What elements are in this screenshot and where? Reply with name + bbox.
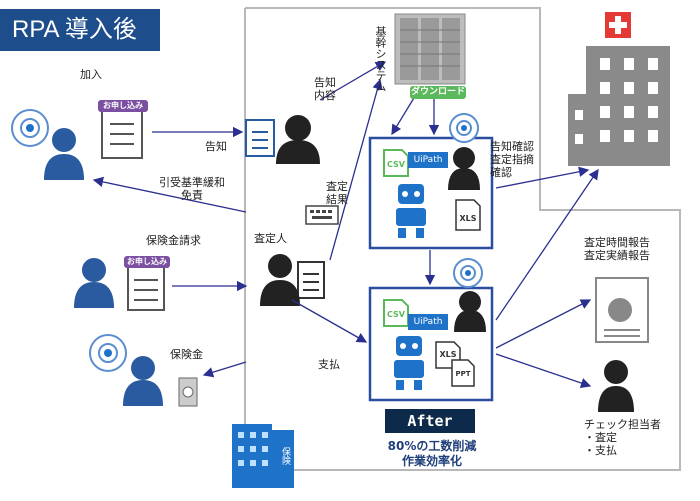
form-badge-1: お申し込み <box>103 101 143 110</box>
xls-label-2: XLS <box>439 350 457 359</box>
insurance-building-label: 保険 <box>280 447 290 465</box>
after-notes: 80%の工数削減作業効率化 <box>387 439 477 468</box>
csv-label-2: CSV <box>387 310 405 319</box>
bubble-icon-3 <box>449 113 479 143</box>
form-badge-2: お申し込み <box>127 257 167 266</box>
checker-person <box>598 360 634 412</box>
download-badge: ダウンロード <box>410 86 466 99</box>
money-icon <box>178 377 198 407</box>
assessor-label: 査定人 <box>254 232 287 245</box>
document-icon-2 <box>124 256 170 311</box>
core-system-label: 基幹システム <box>374 26 387 92</box>
server-icon <box>394 13 466 85</box>
join-label: 加入 <box>80 68 102 81</box>
customer-person-1 <box>44 128 84 180</box>
robot-icon-2 <box>394 336 424 390</box>
bubble-icon-4 <box>453 258 483 288</box>
csv-label-1: CSV <box>387 160 405 169</box>
staff-person-robot1 <box>448 147 480 190</box>
customer-person-3 <box>123 356 163 406</box>
relax-standard-label: 引受基準緩和免責 <box>159 176 225 202</box>
uipath-label-2: UiPath <box>413 317 443 327</box>
document-icon-1 <box>98 100 148 159</box>
staff-person-robot2 <box>454 291 486 332</box>
document-icon-3 <box>245 119 275 157</box>
customer-person-2 <box>74 258 114 308</box>
xls-label-1: XLS <box>459 214 477 223</box>
robot-icon-1 <box>396 184 426 238</box>
checker-label: チェック担当者・査定・支払 <box>584 418 661 457</box>
notice-content-label: 告知内容 <box>314 76 336 102</box>
uipath-label-1: UiPath <box>413 155 443 165</box>
report-document-icon <box>595 277 649 343</box>
insurance-building-icon <box>232 424 294 488</box>
ppt-label-2: PPT <box>455 370 471 378</box>
hospital-building-icon <box>568 12 670 166</box>
page-title: RPA 導入後 <box>0 9 160 51</box>
bubble-icon-1 <box>11 109 49 147</box>
assessment-result-label: 査定結果 <box>326 180 348 206</box>
report-label: 査定時間報告査定実績報告 <box>584 236 650 262</box>
keyboard-icon <box>305 205 339 225</box>
notice-label: 告知 <box>205 140 227 153</box>
insurance-money-label: 保険金 <box>170 348 203 361</box>
claim-label: 保険金請求 <box>146 234 201 247</box>
payment-label: 支払 <box>318 358 340 371</box>
staff-person-assessor <box>260 254 300 306</box>
staff-person-notice <box>276 115 320 164</box>
notice-confirm-label: 告知確認査定指摘確認 <box>490 140 534 179</box>
after-badge: After <box>385 409 475 433</box>
document-icon-4 <box>297 261 325 299</box>
bubble-icon-2 <box>89 334 127 372</box>
